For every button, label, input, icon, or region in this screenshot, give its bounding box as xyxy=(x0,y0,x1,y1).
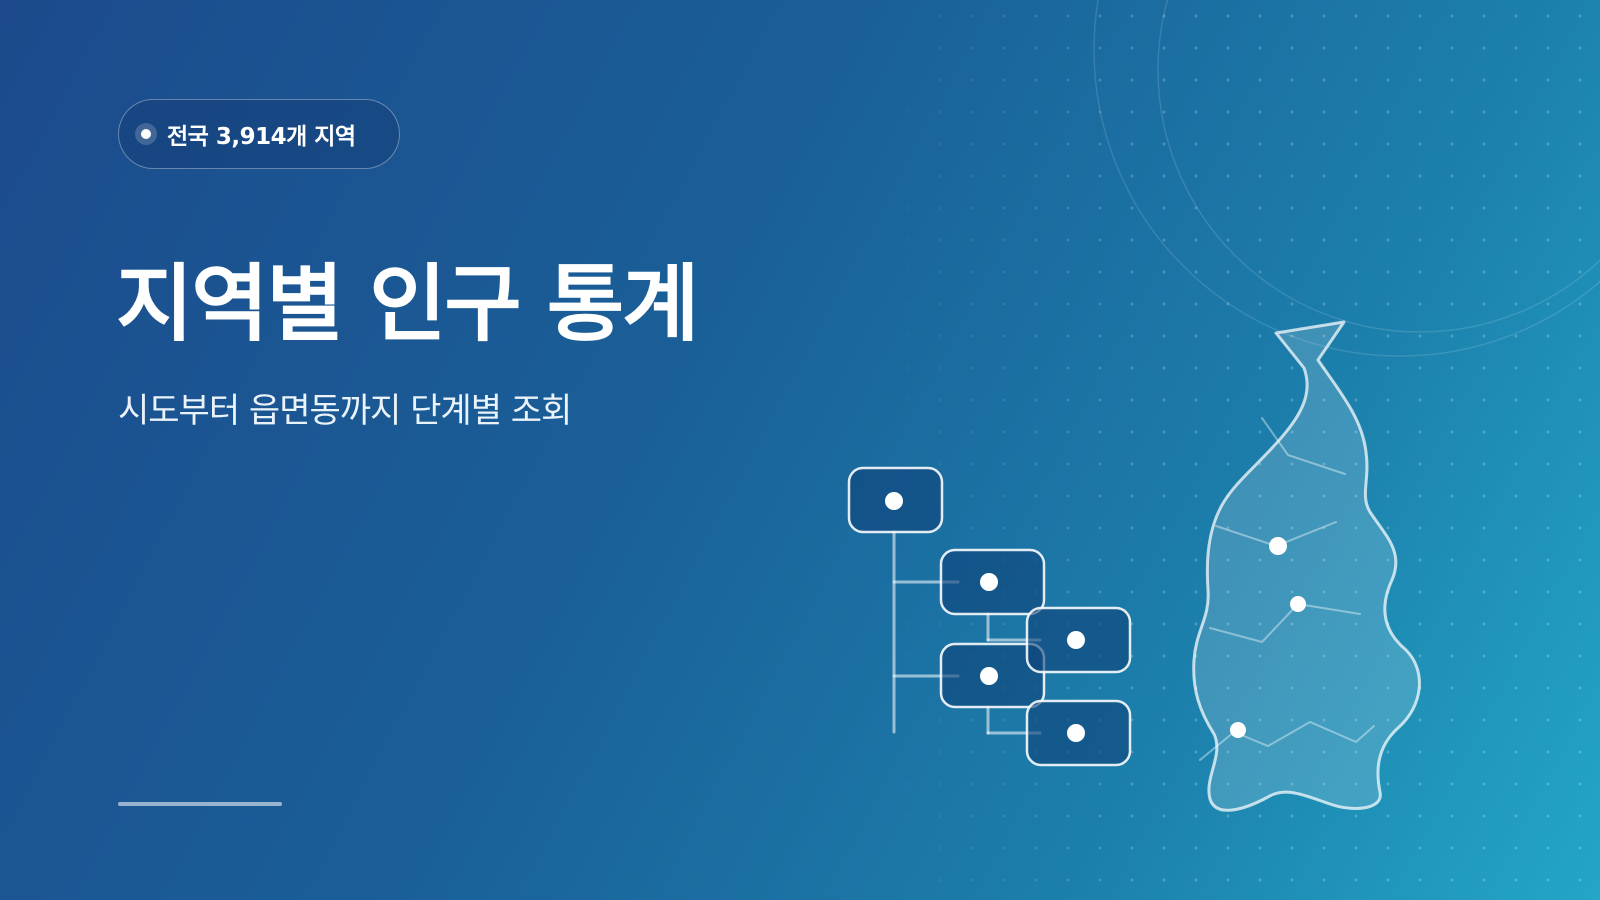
dot-icon xyxy=(141,129,151,139)
region-count-label: 전국 3,914개 지역 xyxy=(167,124,356,150)
hierarchy-tree-icon xyxy=(847,466,1132,767)
korea-map-icon xyxy=(1192,320,1421,812)
dot-grid-background xyxy=(860,0,1600,900)
page-subtitle: 시도부터 읍면동까지 단계별 조회 xyxy=(118,391,572,431)
region-count-badge: 전국 3,914개 지역 xyxy=(118,99,400,169)
page-title: 지역별 인구 통계 xyxy=(116,255,699,353)
accent-divider xyxy=(118,802,282,806)
